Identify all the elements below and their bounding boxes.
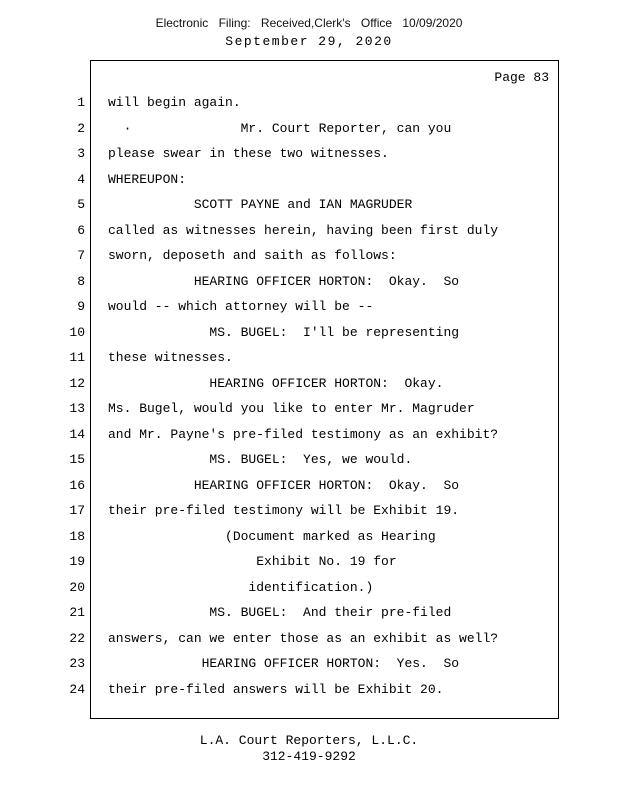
- transcript-line: 20 identification.): [0, 575, 618, 601]
- line-text: MS. BUGEL: And their pre-filed: [108, 605, 452, 621]
- line-text: would -- which attorney will be --: [108, 299, 374, 315]
- transcript-line: 7 sworn, deposeth and saith as follows:: [0, 243, 618, 269]
- line-text: will begin again.: [108, 95, 241, 111]
- line-text: HEARING OFFICER HORTON: Okay. So: [108, 477, 460, 493]
- line-text: WHEREUPON:: [108, 171, 187, 187]
- line-text: · Mr. Court Reporter, can you: [108, 120, 452, 136]
- line-number: 11: [69, 350, 85, 366]
- line-number: 18: [69, 528, 85, 544]
- page-number-label: Page 83: [494, 70, 549, 85]
- transcript-line: 9 would -- which attorney will be --: [0, 294, 618, 320]
- line-text: MS. BUGEL: I'll be representing: [108, 324, 460, 340]
- footer: L.A. Court Reporters, L.L.C. 312-419-929…: [0, 733, 618, 764]
- transcript-line: 18 (Document marked as Hearing: [0, 524, 618, 550]
- transcript-line: 13 Ms. Bugel, would you like to enter Mr.…: [0, 396, 618, 422]
- line-number: 17: [69, 503, 85, 519]
- reporter-phone: 312-419-9292: [262, 748, 356, 764]
- line-number: 24: [69, 681, 85, 697]
- line-text: (Document marked as Hearing: [108, 528, 436, 544]
- transcript-line: 21 MS. BUGEL: And their pre-filed: [0, 600, 618, 626]
- reporter-company: L.A. Court Reporters, L.L.C.: [199, 733, 419, 748]
- line-text: please swear in these two witnesses.: [108, 146, 389, 162]
- line-text: MS. BUGEL: Yes, we would.: [108, 452, 413, 468]
- line-text: identification.): [108, 579, 374, 595]
- hearing-date: September 29, 2020: [225, 34, 393, 49]
- line-number: 8: [77, 273, 85, 289]
- transcript-line: 2 · Mr. Court Reporter, can you: [0, 116, 618, 142]
- line-text: Exhibit No. 19 for: [108, 554, 397, 570]
- line-text: HEARING OFFICER HORTON: Yes. So: [108, 656, 460, 672]
- transcript-lines: 1 will begin again. 2 · Mr. Court Reporter…: [0, 90, 618, 702]
- transcript-line: 4 WHEREUPON:: [0, 167, 618, 193]
- line-text: their pre-filed testimony will be Exhibi…: [108, 503, 460, 519]
- transcript-line: 10 MS. BUGEL: I'll be representing: [0, 320, 618, 346]
- efiling-stamp: Electronic Filing: Received,Clerk's Offi…: [155, 16, 463, 30]
- transcript-line: 12 HEARING OFFICER HORTON: Okay.: [0, 371, 618, 397]
- line-number: 14: [69, 426, 85, 442]
- line-text: SCOTT PAYNE and IAN MAGRUDER: [108, 197, 413, 213]
- line-text: sworn, deposeth and saith as follows:: [108, 248, 397, 264]
- line-number: 1: [77, 95, 85, 111]
- line-number: 2: [77, 120, 85, 136]
- line-number: 21: [69, 605, 85, 621]
- line-number: 15: [69, 452, 85, 468]
- line-number: 4: [77, 171, 85, 187]
- transcript-line: 14 and Mr. Payne's pre-filed testimony as…: [0, 422, 618, 448]
- line-number: 20: [69, 579, 85, 595]
- line-text: their pre-filed answers will be Exhibit …: [108, 681, 444, 697]
- line-number: 19: [69, 554, 85, 570]
- transcript-line: 8 HEARING OFFICER HORTON: Okay. So: [0, 269, 618, 295]
- line-number: 5: [77, 197, 85, 213]
- line-number: 3: [77, 146, 85, 162]
- transcript-line: 15 MS. BUGEL: Yes, we would.: [0, 447, 618, 473]
- transcript-line: 6 called as witnesses herein, having been…: [0, 218, 618, 244]
- transcript-line: 19 Exhibit No. 19 for: [0, 549, 618, 575]
- transcript-line: 11 these witnesses.: [0, 345, 618, 371]
- line-text: answers, can we enter those as an exhibi…: [108, 630, 499, 646]
- transcript-border-box: [90, 60, 559, 719]
- line-number: 10: [69, 324, 85, 340]
- transcript-line: 5 SCOTT PAYNE and IAN MAGRUDER: [0, 192, 618, 218]
- line-text: Ms. Bugel, would you like to enter Mr. M…: [108, 401, 475, 417]
- line-number: 12: [69, 375, 85, 391]
- transcript-line: 24 their pre-filed answers will be Exhibi…: [0, 677, 618, 703]
- transcript-line: 23 HEARING OFFICER HORTON: Yes. So: [0, 651, 618, 677]
- line-number: 13: [69, 401, 85, 417]
- line-text: these witnesses.: [108, 350, 233, 366]
- line-text: and Mr. Payne's pre-filed testimony as a…: [108, 426, 499, 442]
- transcript-line: 17 their pre-filed testimony will be Exhi…: [0, 498, 618, 524]
- transcript-line: 3 please swear in these two witnesses.: [0, 141, 618, 167]
- line-text: HEARING OFFICER HORTON: Okay.: [108, 375, 444, 391]
- line-number: 16: [69, 477, 85, 493]
- line-text: HEARING OFFICER HORTON: Okay. So: [108, 273, 460, 289]
- line-number: 9: [77, 299, 85, 315]
- transcript-line: 16 HEARING OFFICER HORTON: Okay. So: [0, 473, 618, 499]
- line-number: 23: [69, 656, 85, 672]
- transcript-line: 1 will begin again.: [0, 90, 618, 116]
- line-text: called as witnesses herein, having been …: [108, 222, 499, 238]
- transcript-line: 22 answers, can we enter those as an exhi…: [0, 626, 618, 652]
- line-number: 6: [77, 222, 85, 238]
- line-number: 22: [69, 630, 85, 646]
- line-number: 7: [77, 248, 85, 264]
